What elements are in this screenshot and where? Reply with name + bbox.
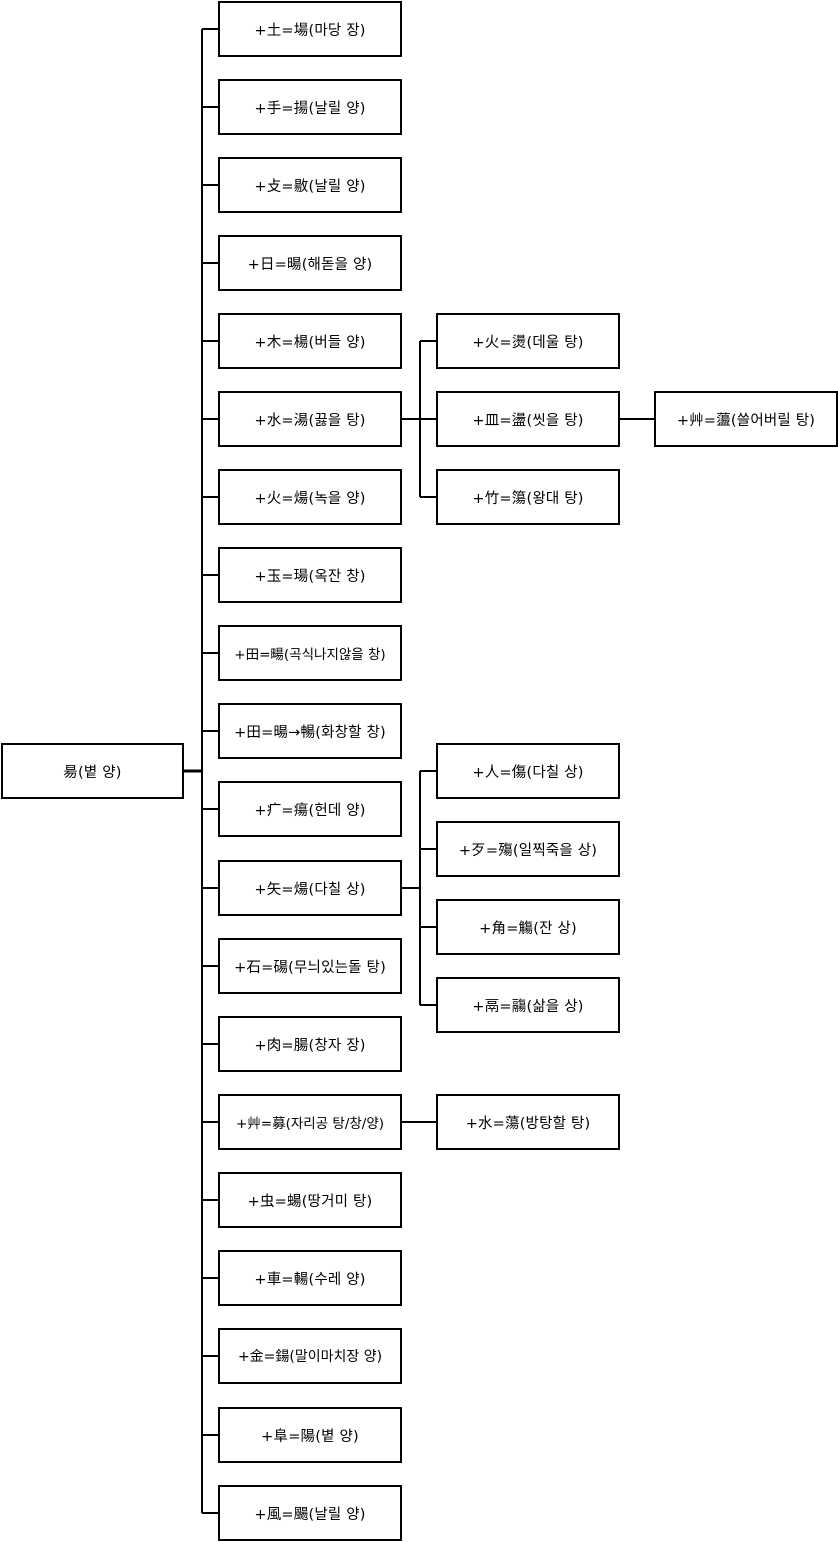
branch-node-label: +土=場(마당 장) <box>254 22 366 39</box>
branch-node-label: +田=畼(곡식나지않을 창) <box>234 647 386 663</box>
branch-node-11: +疒=瘍(헌데 양) <box>218 781 402 837</box>
sub-node-label: +角=觴(잔 상) <box>479 920 577 937</box>
branch-node-10: +田=暘→暢(화창할 창) <box>218 703 402 759</box>
sub-node-煬-3: +角=觴(잔 상) <box>436 899 620 955</box>
sub-node-湯-2: +皿=盪(씻을 탕) <box>436 391 620 447</box>
sub-node-label: +皿=盪(씻을 탕) <box>472 412 584 429</box>
branch-node-label: +虫=蝪(땅거미 탕) <box>247 1193 373 1210</box>
branch-node-8: +玉=瑒(옥잔 창) <box>218 547 402 603</box>
branch-node-label: +火=煬(녹을 양) <box>254 490 366 507</box>
sub-sub-node-label: +艸=蘯(쓸어버릴 탕) <box>676 412 816 429</box>
sub-node-煬-1: +人=傷(다칠 상) <box>436 743 620 799</box>
branch-node-label: +手=揚(날릴 양) <box>254 100 366 117</box>
branch-node-label: +日=暘(해돋을 양) <box>247 256 373 273</box>
branch-node-label: +玉=瑒(옥잔 창) <box>254 568 366 585</box>
sub-node-label: +鬲=鬺(삶을 상) <box>472 998 584 1015</box>
branch-node-17: +車=輰(수레 양) <box>218 1250 402 1306</box>
branch-node-18: +金=鍚(말이마치장 양) <box>218 1328 402 1384</box>
branch-node-label: +疒=瘍(헌데 양) <box>254 802 366 819</box>
sub-node-label: +竹=簜(왕대 탕) <box>472 490 584 507</box>
branch-node-5: +木=楊(버들 양) <box>218 313 402 369</box>
branch-node-label: +肉=腸(창자 장) <box>254 1037 366 1054</box>
branch-node-label: +艸=募(자리공 탕/창/양) <box>235 1116 385 1132</box>
branch-node-label: +木=楊(버들 양) <box>254 334 366 351</box>
branch-node-label: +車=輰(수레 양) <box>254 1271 366 1288</box>
branch-node-3: +攴=敭(날릴 양) <box>218 157 402 213</box>
branch-node-20: +風=颺(날릴 양) <box>218 1485 402 1541</box>
branch-node-4: +日=暘(해돋을 양) <box>218 235 402 291</box>
branch-node-label: +金=鍚(말이마치장 양) <box>237 1349 383 1365</box>
branch-node-16: +虫=蝪(땅거미 탕) <box>218 1172 402 1228</box>
branch-node-label: +石=碭(무늬있는돌 탕) <box>234 959 386 976</box>
branch-node-label: +風=颺(날릴 양) <box>254 1506 366 1523</box>
sub-node-label: +水=蕩(방탕할 탕) <box>465 1115 591 1132</box>
branch-node-6: +水=湯(끓을 탕) <box>218 391 402 447</box>
sub-node-煬-2: +歹=殤(일찍죽을 상) <box>436 821 620 877</box>
branch-node-7: +火=煬(녹을 양) <box>218 469 402 525</box>
root-node-label: 昜(볕 양) <box>63 764 122 781</box>
sub-node-label: +火=燙(데울 탕) <box>472 334 584 351</box>
branch-node-15: +艸=募(자리공 탕/창/양) <box>218 1094 402 1150</box>
sub-node-湯-3: +竹=簜(왕대 탕) <box>436 469 620 525</box>
branch-node-label: +水=湯(끓을 탕) <box>254 412 366 429</box>
sub-node-湯-1: +火=燙(데울 탕) <box>436 313 620 369</box>
branch-node-label: +阜=陽(볕 양) <box>261 1428 359 1445</box>
branch-node-13: +石=碭(무늬있는돌 탕) <box>218 938 402 994</box>
branch-node-label: +矢=煬(다칠 상) <box>254 881 366 898</box>
branch-node-19: +阜=陽(볕 양) <box>218 1407 402 1463</box>
sub-sub-node-盪-1: +艸=蘯(쓸어버릴 탕) <box>654 391 838 447</box>
branch-node-label: +田=暘→暢(화창할 창) <box>234 724 386 741</box>
branch-node-1: +土=場(마당 장) <box>218 1 402 57</box>
sub-node-募-1: +水=蕩(방탕할 탕) <box>436 1094 620 1150</box>
branch-node-9: +田=畼(곡식나지않을 창) <box>218 625 402 681</box>
branch-node-14: +肉=腸(창자 장) <box>218 1016 402 1072</box>
branch-node-2: +手=揚(날릴 양) <box>218 79 402 135</box>
sub-node-label: +歹=殤(일찍죽을 상) <box>458 842 598 859</box>
sub-node-label: +人=傷(다칠 상) <box>472 764 584 781</box>
branch-node-12: +矢=煬(다칠 상) <box>218 860 402 916</box>
branch-node-label: +攴=敭(날릴 양) <box>254 178 366 195</box>
sub-node-煬-4: +鬲=鬺(삶을 상) <box>436 977 620 1033</box>
root-node: 昜(볕 양) <box>1 743 184 799</box>
